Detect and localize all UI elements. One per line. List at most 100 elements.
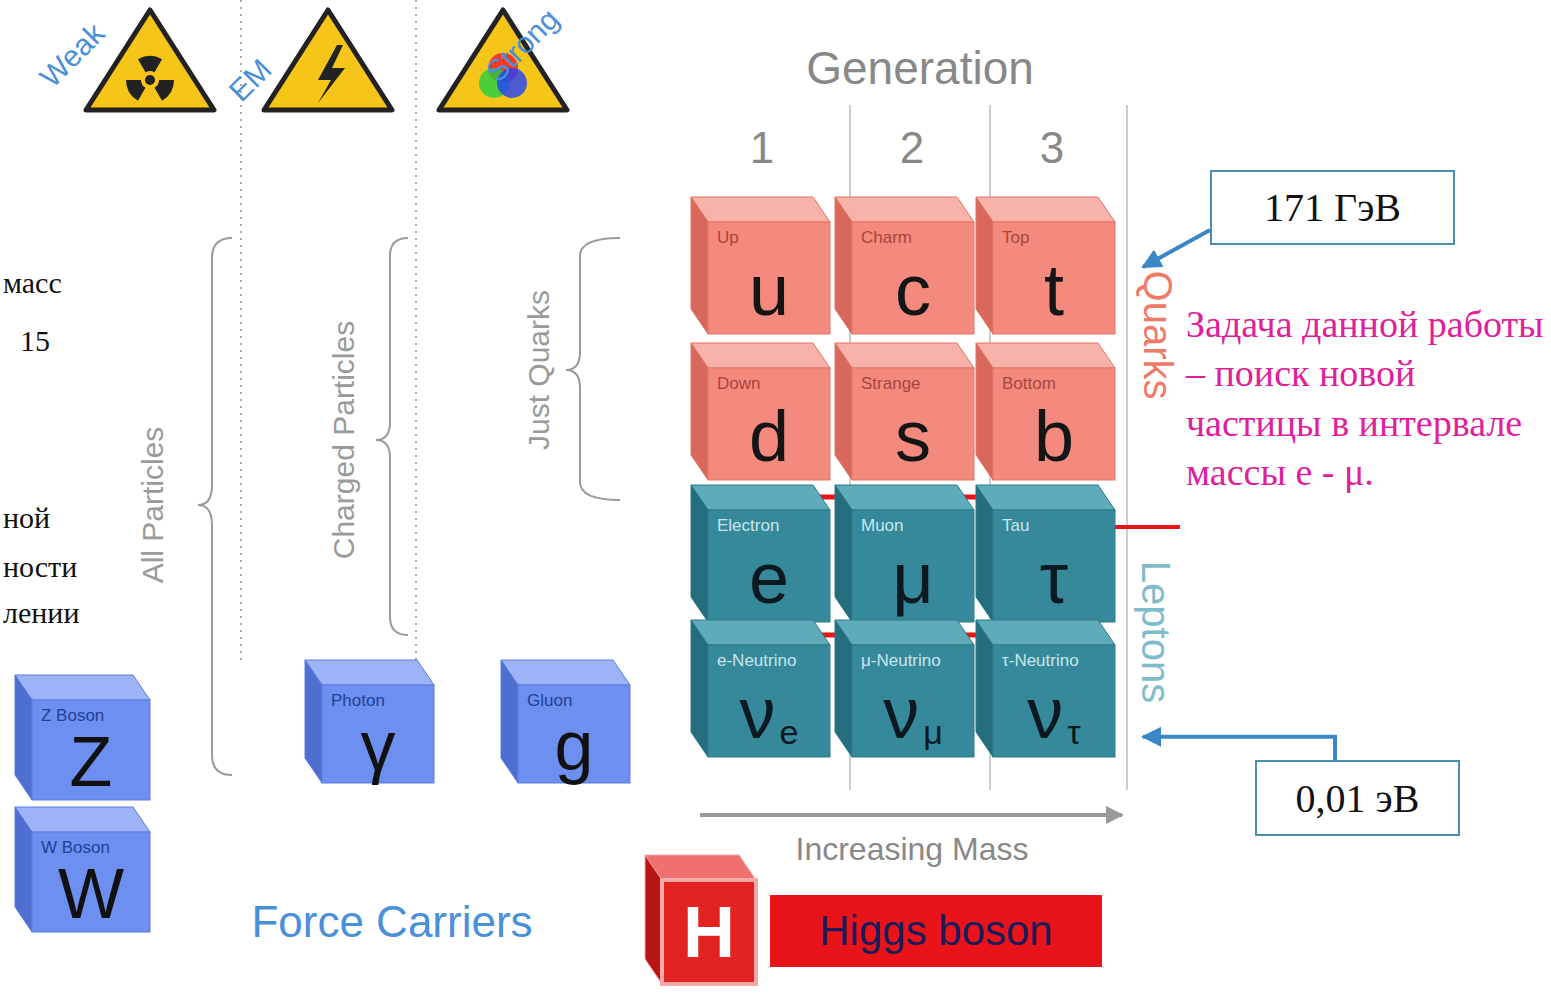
symbol-holder: c <box>852 246 974 334</box>
cube-side <box>976 197 993 334</box>
cube-front <box>518 685 630 783</box>
particle-symbol: τ <box>1040 542 1068 614</box>
symbol-holder: g <box>518 709 630 783</box>
particle-name: τ-Neutrino <box>1002 651 1079 671</box>
symbol-holder: e <box>708 534 830 622</box>
particle-cube: Photonγ <box>322 685 462 783</box>
cube-front <box>322 685 434 783</box>
group-label: Just Quarks <box>522 290 555 450</box>
bracket <box>376 238 408 635</box>
lightning-sign <box>264 10 392 110</box>
separator <box>1126 105 1128 790</box>
symbol-holder: s <box>852 392 974 480</box>
family-label: Leptons <box>1134 561 1178 703</box>
axis-title: Generation <box>806 43 1034 94</box>
cube-front <box>32 700 150 800</box>
value-callout: 0,01 эВ <box>1255 760 1460 836</box>
particle-symbol: e <box>749 542 789 614</box>
particle-symbol: ν <box>883 677 919 749</box>
particle-name: Gluon <box>527 691 572 711</box>
force-name: EM <box>222 52 277 107</box>
particle-symbol: Z <box>70 727 113 797</box>
particle-cube: Bottom b <box>993 368 1143 480</box>
cube-side <box>691 197 708 334</box>
cube-top <box>691 343 830 368</box>
particle-name: Electron <box>717 516 779 536</box>
value-text: 171 ГэВ <box>1264 184 1401 231</box>
group-label: Charged Particles <box>327 321 360 559</box>
particle-symbol: γ <box>361 711 396 781</box>
particle-name: Up <box>717 228 739 248</box>
symbol-holder: τ <box>993 534 1115 622</box>
cube-top <box>976 620 1115 645</box>
particle-symbol: s <box>895 400 931 472</box>
note-fragment: 15 <box>20 324 50 357</box>
particle-name: Down <box>717 374 760 394</box>
cube-top <box>691 485 830 510</box>
note-fragment: лении <box>3 596 79 629</box>
cube-top <box>976 485 1115 510</box>
cube-side <box>15 807 32 932</box>
particle-symbol: H <box>662 880 756 984</box>
cube-top <box>835 343 974 368</box>
particle-symbol: u <box>749 254 789 326</box>
particle-name: μ-Neutrino <box>861 651 941 671</box>
generation-number: 1 <box>750 124 774 172</box>
cube-side <box>976 620 993 757</box>
cube-front <box>993 510 1115 622</box>
cube-top <box>976 343 1115 368</box>
particle-cube: Gluong <box>518 685 658 783</box>
bracket <box>198 238 232 775</box>
symbol-holder: ντ <box>993 669 1115 757</box>
callout-arrow <box>1143 737 1335 760</box>
cube-side <box>691 485 708 622</box>
symbol-holder: μ <box>852 534 974 622</box>
radiation-sign <box>86 10 214 110</box>
task-note: Задача данной работы – поиск новой части… <box>1186 300 1546 498</box>
particle-cube: τ-Neutrinoντ <box>993 645 1143 757</box>
cube-front <box>852 645 974 757</box>
particle-name: Strange <box>861 374 921 394</box>
symbol-holder: d <box>708 392 830 480</box>
cube-side <box>976 485 993 622</box>
cube-top <box>835 620 974 645</box>
particle-symbol: μ <box>892 542 933 614</box>
cube-top <box>15 807 150 832</box>
particle-name: Charm <box>861 228 912 248</box>
cube-top <box>835 485 974 510</box>
particle-name: Bottom <box>1002 374 1056 394</box>
cube-top <box>305 660 434 685</box>
cube-side <box>645 855 662 984</box>
cube-side <box>835 343 852 480</box>
particle-symbol: ν <box>740 677 776 749</box>
note-fragment: ной <box>3 501 50 534</box>
callout-arrow <box>1143 230 1210 267</box>
particle-name: e-Neutrino <box>717 651 796 671</box>
cube-top <box>976 197 1115 222</box>
particle-name: Muon <box>861 516 904 536</box>
cube-top <box>501 660 630 685</box>
particle-subscript: μ <box>923 715 943 749</box>
particle-subscript: e <box>780 715 799 749</box>
particle-subscript: τ <box>1067 715 1080 749</box>
cube-top <box>691 197 830 222</box>
particle-symbol: b <box>1034 400 1074 472</box>
symbol-holder: Z <box>32 724 150 800</box>
particle-name: Higgs boson <box>819 907 1052 955</box>
cube-side <box>835 485 852 622</box>
name-box: Higgs boson <box>770 895 1102 967</box>
particle-cube: W BosonW <box>32 832 178 932</box>
particle-cube: Z BosonZ <box>32 700 178 800</box>
cube-front <box>993 222 1115 334</box>
cube-front <box>708 222 830 334</box>
particle-symbol: d <box>749 400 789 472</box>
particle-cube: Tauτ <box>993 510 1143 622</box>
cube-side <box>501 660 518 783</box>
particle-name: Top <box>1002 228 1029 248</box>
cube-top <box>835 197 974 222</box>
cube-front <box>708 368 830 480</box>
cube-front <box>852 222 974 334</box>
cube-top <box>691 620 830 645</box>
cube-side <box>305 660 322 783</box>
